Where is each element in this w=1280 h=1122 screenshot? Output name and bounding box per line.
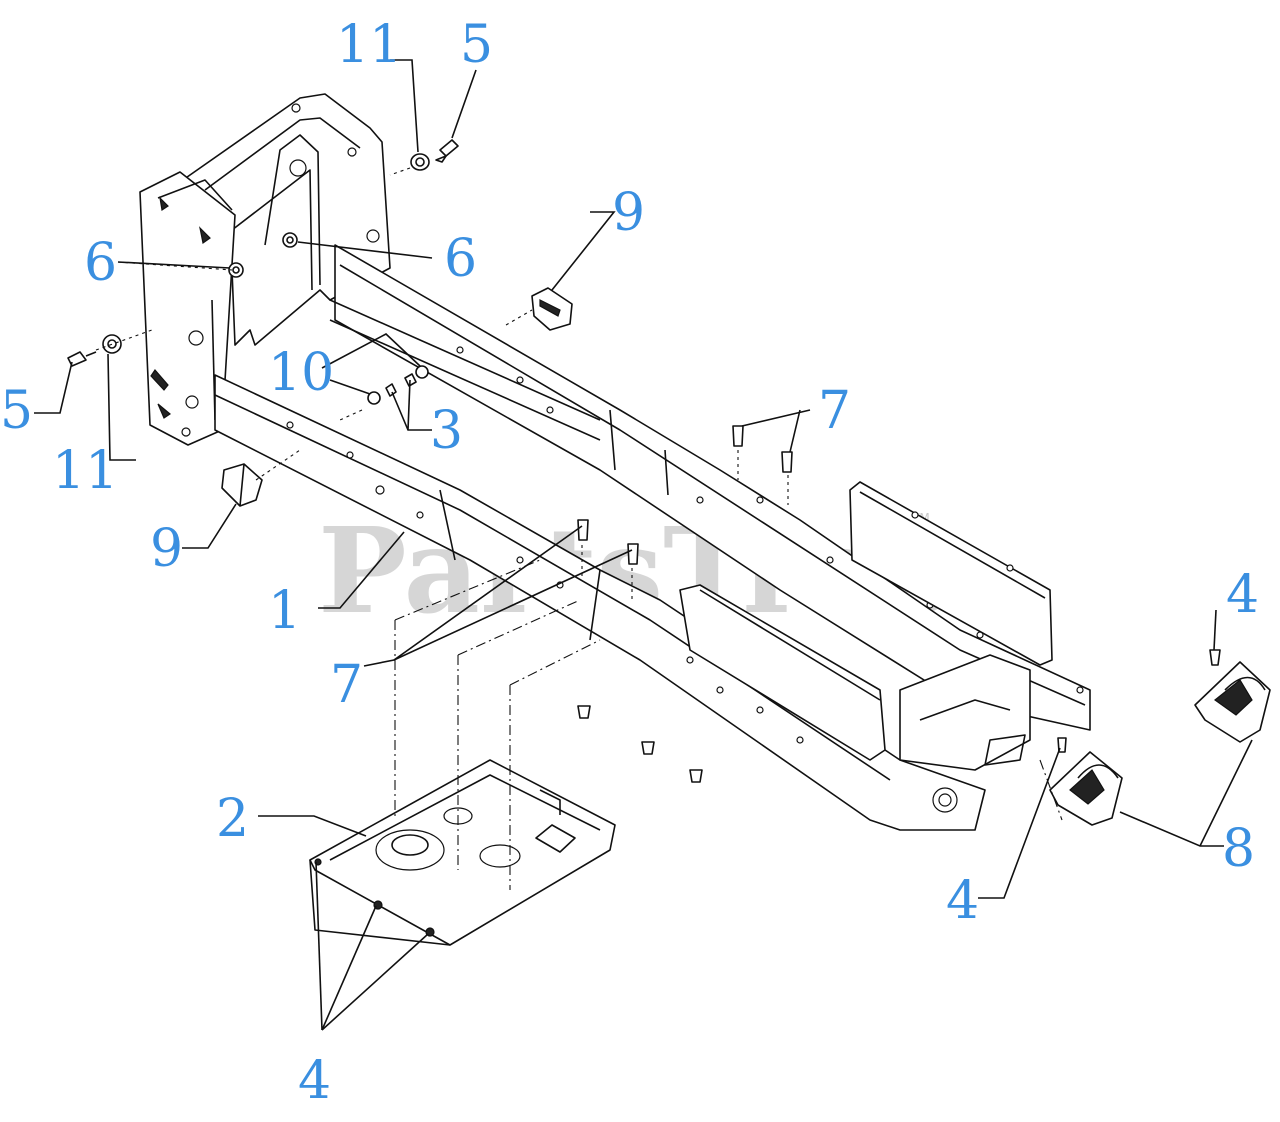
hardware [67, 139, 1271, 826]
leader-lines [34, 59, 1253, 1031]
callout-9-left: 9 [150, 519, 183, 579]
callout-4-bottom: 4 [298, 1051, 331, 1111]
alignment-lines [95, 167, 1063, 890]
callout-5-left: 5 [0, 381, 33, 441]
callout-8: 8 [1222, 819, 1255, 879]
callout-6-left: 6 [84, 233, 117, 293]
callout-11-top: 11 [336, 15, 402, 75]
callout-9-top: 9 [612, 183, 645, 243]
callout-4-right: 4 [1226, 565, 1259, 625]
callout-2: 2 [216, 789, 249, 849]
callout-4-mid: 4 [946, 871, 979, 931]
callout-6-right: 6 [444, 229, 477, 289]
callout-11-left: 11 [52, 441, 118, 501]
callout-5-top: 5 [460, 15, 493, 75]
foot-plate [309, 759, 616, 946]
callout-10: 10 [268, 343, 334, 403]
main-frame-rails [214, 244, 1091, 831]
callout-1: 1 [268, 581, 301, 641]
callout-7-right: 7 [818, 381, 851, 441]
callout-7-center: 7 [330, 655, 363, 715]
callout-3: 3 [430, 401, 463, 461]
callout-labels: 11 5 9 6 6 10 5 3 11 7 9 1 7 4 2 8 4 4 [0, 15, 1259, 1111]
